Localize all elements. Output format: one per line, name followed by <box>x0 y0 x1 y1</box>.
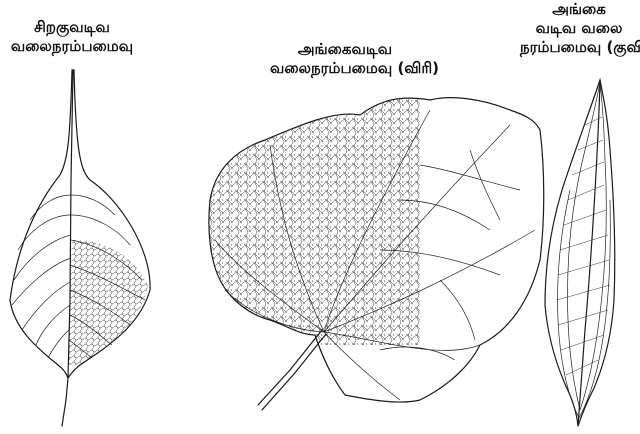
palmate-convergent-leaf-drawing <box>545 80 615 426</box>
palmate-divergent-leaf-drawing <box>200 95 544 410</box>
palmate-petiole <box>258 330 326 410</box>
palmate-reticulate-shading <box>200 95 420 345</box>
pinnate-leaf-drawing <box>10 70 150 426</box>
palmate-convergent-outline <box>545 80 615 426</box>
palmate-convergent-veins <box>558 82 611 418</box>
